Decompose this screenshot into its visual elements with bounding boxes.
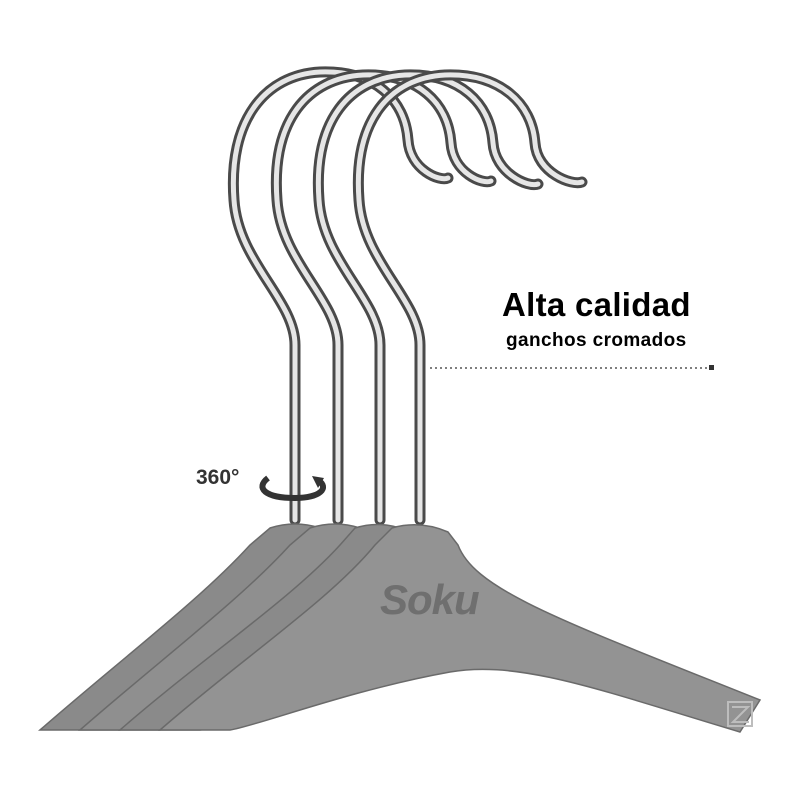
callout-leader-endpoint [709, 365, 714, 370]
hook-2 [270, 69, 497, 526]
velvet-hanger-bodies [38, 523, 762, 733]
hook-3 [312, 69, 544, 526]
rotation-arrow-icon [259, 475, 326, 502]
chrome-hooks [227, 66, 588, 526]
hanger-body-4 [158, 524, 762, 733]
corner-watermark-icon [727, 701, 753, 727]
hook-1 [227, 66, 454, 526]
callout-subtitle: ganchos cromados [506, 330, 687, 351]
brand-logo: Soku [380, 576, 480, 623]
hook-4 [352, 69, 588, 526]
rotation-label: 360° [196, 466, 240, 489]
callout-title: Alta calidad [502, 286, 691, 323]
